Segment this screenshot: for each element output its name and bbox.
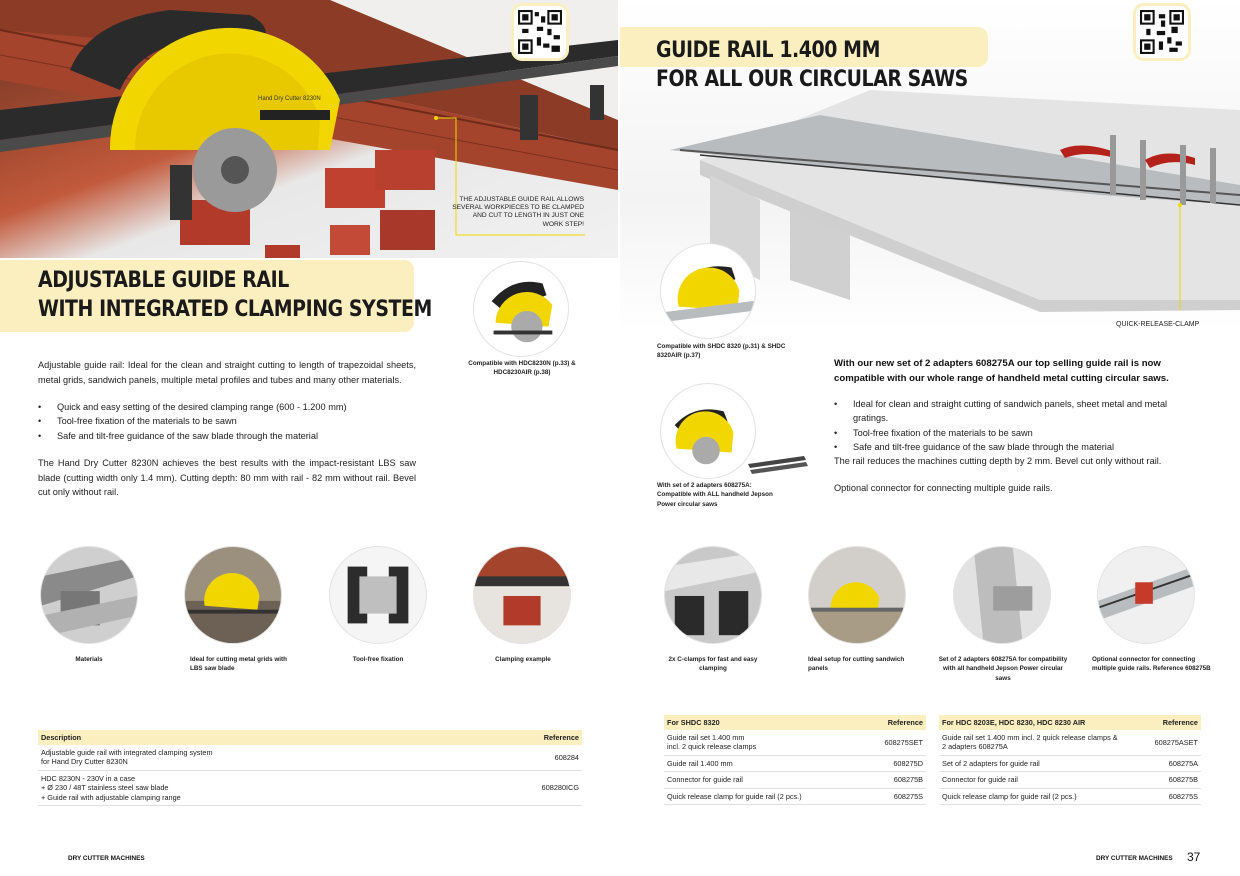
left-footer: DRY CUTTER MACHINES <box>68 855 145 862</box>
table-cell-reference: 608275ASET <box>1144 730 1201 756</box>
table-cell-reference: 608275D <box>862 755 926 773</box>
left-reference-table: Description Reference Adjustable guide r… <box>38 730 582 807</box>
table-header-reference: Reference <box>1144 715 1201 730</box>
adapters-image <box>748 454 808 474</box>
left-bullet-item: Tool-free fixation of the materials to b… <box>38 414 416 429</box>
table-cell-description: Guide rail set 1.400 mm incl. 2 quick re… <box>939 730 1145 756</box>
right-bullet-item: Ideal for clean and straight cutting of … <box>834 397 1204 426</box>
table-cell-description: Adjustable guide rail with integrated cl… <box>38 745 476 771</box>
table-cell-description: Quick release clamp for guide rail (2 pc… <box>664 788 863 806</box>
table-cell-description: HDC 8230N - 230V in a case + Ø 230 / 48T… <box>38 770 476 807</box>
adapters-compatibility-image <box>953 546 1051 644</box>
table-header-description: Description <box>38 730 476 745</box>
table-header-row: For SHDC 8320 Reference <box>664 715 926 730</box>
tool-free-fixation-image <box>329 546 427 644</box>
right-connector-text: Optional connector for connecting multip… <box>834 483 1053 493</box>
table-row: Connector for guide rail 608275B <box>939 771 1201 789</box>
left-description-paragraph: The Hand Dry Cutter 8230N achieves the b… <box>38 458 416 498</box>
circle-caption-sandwich: Ideal setup for cutting sandwich panels <box>808 656 905 673</box>
table-header-description: For HDC 8203E, HDC 8230, HDC 8230 AIR <box>939 715 1145 730</box>
circle-caption-adapters: Set of 2 adapters 608275A for compatibil… <box>938 656 1068 682</box>
qr-code-icon <box>1140 10 1184 54</box>
compatible-saw-image-hdc8230 <box>473 261 569 357</box>
circle-caption-c-clamps: 2x C-clamps for fast and easy clamping <box>668 656 758 673</box>
table-cell-reference: 608275B <box>1144 771 1201 789</box>
hdc8230-reference-table: For HDC 8203E, HDC 8230, HDC 8230 AIR Re… <box>939 715 1201 806</box>
table-cell-description: Set of 2 adapters for guide rail <box>939 755 1145 773</box>
table-cell-reference: 608275S <box>862 788 926 806</box>
left-bullet-list: Quick and easy setting of the desired cl… <box>38 400 416 443</box>
circle-caption-metal-grids: Ideal for cutting metal grids with LBS s… <box>190 656 287 673</box>
compat-caption-adapters: With set of 2 adapters 608275A: Compatib… <box>657 482 773 508</box>
right-bullet-item: Tool-free fixation of the materials to b… <box>834 426 1204 441</box>
left-title-line2: WITH INTEGRATED CLAMPING SYSTEM <box>38 297 432 323</box>
guide-rail-callout: THE ADJUSTABLE GUIDE RAIL ALLOWS SEVERAL… <box>452 196 584 228</box>
connector-image <box>1097 546 1195 644</box>
svg-text:Hand Dry Cutter 8230N: Hand Dry Cutter 8230N <box>258 96 321 102</box>
right-footer: DRY CUTTER MACHINES <box>1096 855 1173 862</box>
table-header-row: Description Reference <box>38 730 582 745</box>
materials-image <box>40 546 138 644</box>
table-cell-reference: 608275SET <box>862 730 926 756</box>
circle-caption-clamping: Clamping example <box>495 656 551 663</box>
table-cell-description: Connector for guide rail <box>939 771 1145 789</box>
qr-code-right[interactable] <box>1136 6 1188 58</box>
right-cutting-depth-text: The rail reduces the machines cutting de… <box>834 456 1162 466</box>
right-lead-text: With our new set of 2 adapters 608275A o… <box>834 358 1169 384</box>
compat-caption-hdc8230: Compatible with HDC8230N (p.33) & HDC823… <box>468 360 576 377</box>
table-row: Connector for guide rail 608275B <box>664 771 926 789</box>
table-cell-reference: 608280ICG <box>475 770 582 807</box>
table-row: Quick release clamp for guide rail (2 pc… <box>939 788 1201 806</box>
table-row: HDC 8230N - 230V in a case + Ø 230 / 48T… <box>38 770 582 807</box>
right-title: GUIDE RAIL 1.400 MM FOR ALL OUR CIRCULAR… <box>656 36 1019 94</box>
table-cell-reference: 608275A <box>1144 755 1201 773</box>
table-cell-description: Connector for guide rail <box>664 771 863 789</box>
left-title: ADJUSTABLE GUIDE RAIL WITH INTEGRATED CL… <box>38 266 496 324</box>
right-title-banner <box>620 27 988 67</box>
circle-caption-materials: Materials <box>75 656 103 663</box>
page-number: 37 <box>1187 850 1201 864</box>
table-row: Quick release clamp for guide rail (2 pc… <box>664 788 926 806</box>
clamping-example-image <box>473 546 571 644</box>
table-row: Adjustable guide rail with integrated cl… <box>38 745 582 771</box>
table-cell-description: Quick release clamp for guide rail (2 pc… <box>939 788 1145 806</box>
compatible-saw-image-shdc8320 <box>660 243 756 339</box>
metal-grid-cutting-image <box>184 546 282 644</box>
c-clamps-image <box>664 546 762 644</box>
qr-code-icon <box>518 10 562 54</box>
table-row: Guide rail set 1.400 mm incl. 2 quick re… <box>664 730 926 756</box>
table-cell-reference: 608275S <box>1144 788 1201 806</box>
left-title-line1: ADJUSTABLE GUIDE RAIL <box>38 268 289 293</box>
left-intro-text: Adjustable guide rail: Ideal for the cle… <box>38 360 416 385</box>
right-bullet-item: Safe and tilt-free guidance of the saw b… <box>834 440 1204 455</box>
compat-caption-shdc8320: Compatible with SHDC 8320 (p.31) & SHDC … <box>657 343 786 360</box>
table-row: Guide rail 1.400 mm 608275D <box>664 755 926 773</box>
table-row: Guide rail set 1.400 mm incl. 2 quick re… <box>939 730 1201 756</box>
table-cell-reference: 608284 <box>475 745 582 771</box>
table-row: Set of 2 adapters for guide rail 608275A <box>939 755 1201 773</box>
circle-caption-connector: Optional connector for connecting multip… <box>1092 656 1211 673</box>
right-title-line1: GUIDE RAIL 1.400 MM <box>656 38 880 63</box>
compatible-saw-image-adapters <box>660 383 756 479</box>
table-cell-description: Guide rail set 1.400 mm incl. 2 quick re… <box>664 730 863 756</box>
quick-release-clamp-label: QUICK-RELEASE-CLAMP <box>1116 321 1200 328</box>
qr-code-left[interactable] <box>514 6 566 58</box>
shdc8320-reference-table: For SHDC 8320 Reference Guide rail set 1… <box>664 715 926 806</box>
table-cell-reference: 608275B <box>862 771 926 789</box>
table-header-reference: Reference <box>862 715 926 730</box>
table-header-row: For HDC 8203E, HDC 8230, HDC 8230 AIR Re… <box>939 715 1201 730</box>
right-title-line2: FOR ALL OUR CIRCULAR SAWS <box>656 67 968 93</box>
circle-caption-tool-free: Tool-free fixation <box>352 656 404 663</box>
left-bullet-item: Quick and easy setting of the desired cl… <box>38 400 416 415</box>
left-bullet-item: Safe and tilt-free guidance of the saw b… <box>38 429 416 444</box>
left-title-banner <box>0 260 414 332</box>
table-cell-description: Guide rail 1.400 mm <box>664 755 863 773</box>
sandwich-panel-setup-image <box>808 546 906 644</box>
table-header-description: For SHDC 8320 <box>664 715 863 730</box>
right-bullet-list: Ideal for clean and straight cutting of … <box>834 397 1204 454</box>
table-header-reference: Reference <box>475 730 582 745</box>
